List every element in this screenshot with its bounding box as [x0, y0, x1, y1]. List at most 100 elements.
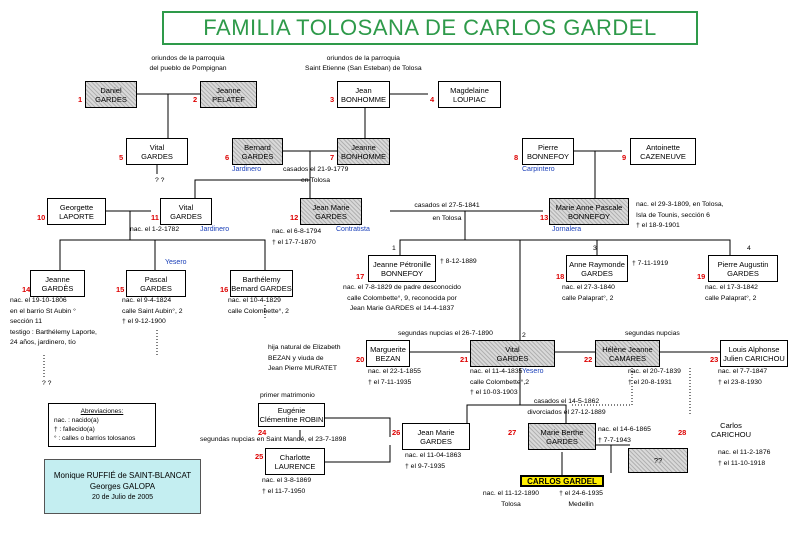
first-marriage-note: primer matrimonio — [260, 392, 315, 399]
person-number: 4 — [430, 95, 435, 104]
person-box-18[interactable]: Anne Raymonde GARDES — [566, 255, 628, 282]
person-box-14[interactable]: Jeanne GARDÈS — [30, 270, 85, 297]
last-name: CAMARES — [608, 353, 647, 363]
last-name: LOUPIAC — [453, 94, 486, 104]
person-box-15[interactable]: Pascal GARDES — [126, 270, 186, 297]
last-name: GARDES — [95, 94, 127, 104]
person-box-25[interactable]: Charlotte LAURENCE — [265, 448, 325, 475]
person-box-21[interactable]: Vital GARDES — [470, 340, 555, 367]
person-number: 12 — [290, 213, 299, 222]
person-number: 9 — [622, 153, 627, 162]
person-box-26[interactable]: Jean Marie GARDES — [402, 423, 470, 450]
life-note: nac. el 20-7-1839† el 20-8-1931 — [628, 368, 681, 386]
person-box-2[interactable]: Jeanne PELATEF — [200, 81, 257, 108]
life-note: nac. el 11-04-1863† el 9-7-1935 — [405, 452, 462, 470]
second-marriage-note: segundas nupcias el 26-7-1890 — [398, 330, 493, 337]
death-note: † 7-11-1919 — [632, 260, 669, 267]
person-number: 27 — [508, 428, 517, 437]
last-name: LAURENCE — [274, 461, 316, 471]
occupation-label: Carpintero — [522, 166, 555, 173]
first-name: Jeanne — [216, 85, 241, 95]
person-box-unknown[interactable]: ?? — [628, 448, 688, 473]
person-number: 10 — [37, 213, 46, 222]
last-name: CARICHOU — [710, 430, 751, 439]
person-box-27[interactable]: Marie Berthe GARDES — [528, 423, 596, 450]
birth-note: nac. el 1-2-1782 — [130, 226, 180, 233]
person-number: 14 — [22, 285, 31, 294]
last-name: GARDES — [140, 283, 172, 293]
person-box-11[interactable]: Vital GARDES — [160, 198, 212, 225]
person-box-1[interactable]: Daniel GARDES — [85, 81, 137, 108]
person-number: 11 — [151, 213, 159, 222]
person-box-4[interactable]: Magdelaine LOUPIAC — [438, 81, 501, 108]
person-number: 6 — [225, 153, 230, 162]
last-name: PELATEF — [212, 94, 245, 104]
person-box-9[interactable]: Antoinette CAZENEUVE — [630, 138, 696, 165]
person-number: 23 — [710, 355, 719, 364]
first-name: Pierre — [537, 142, 558, 152]
second-marriage-note: segundas nupcias en Saint Mandé, el 23-7… — [200, 436, 347, 443]
person-box-16[interactable]: Barthélemy Bernard GARDES — [230, 270, 293, 297]
last-name: GARDES — [241, 151, 274, 161]
first-name: Hélène Jeanne — [602, 344, 653, 354]
occupation-label: Yesero — [165, 259, 187, 266]
person-box-20[interactable]: Marguerite BEZAN — [366, 340, 410, 367]
person-number: 28 — [678, 428, 687, 437]
person-number: 18 — [556, 272, 565, 281]
person-box-24[interactable]: Eugénie Clémentine ROBIN — [258, 403, 325, 427]
life-note: nac. el 11-2-1876† el 11-10-1918 — [718, 449, 771, 467]
person-box-6[interactable]: Bernard GARDES — [232, 138, 283, 165]
last-name: LAPORTE — [59, 211, 94, 221]
last-name: GARDES — [546, 436, 578, 446]
unknown-mark: ? ? — [155, 177, 165, 184]
person-number: 24 — [258, 428, 267, 437]
person-number: 16 — [220, 285, 229, 294]
person-number: 2 — [193, 95, 198, 104]
person-box-8[interactable]: Pierre BONNEFOY — [522, 138, 574, 165]
person-number: 8 — [514, 153, 519, 162]
person-box-28[interactable]: Carlos CARICHOU — [690, 415, 772, 445]
last-name: Clémentine ROBIN — [259, 415, 324, 424]
person-number: 5 — [119, 153, 124, 162]
occupation-label: Jornalera — [552, 226, 582, 233]
person-box-12[interactable]: Jean Marie GARDES — [300, 198, 362, 225]
first-name: Jeanne — [351, 142, 376, 152]
person-box-22[interactable]: Hélène Jeanne CAMARES — [595, 340, 660, 367]
person-box-3[interactable]: Jean BONHOMME — [337, 81, 390, 108]
person-box-5[interactable]: Vital GARDES — [126, 138, 188, 165]
first-name: Marie Anne Pascale — [555, 202, 623, 212]
person-box-17[interactable]: Jeanne Pétronille BONNEFOY — [368, 255, 436, 282]
person-box-10[interactable]: Georgette LAPORTE — [47, 198, 106, 225]
person-box-13[interactable]: Marie Anne Pascale BONNEFOY — [549, 198, 629, 225]
first-name: Magdelaine — [450, 85, 489, 95]
occupation-label: Contratista — [336, 226, 370, 233]
first-name: Carlos — [720, 421, 742, 430]
last-name: BONNEFOY — [526, 151, 570, 161]
person-box-gardel[interactable]: CARLOS GARDEL — [520, 475, 604, 487]
first-name: Antoinette — [646, 142, 680, 152]
occupation-label: Jardinero — [232, 166, 262, 173]
first-name: Vital — [149, 142, 165, 152]
person-number: 22 — [584, 355, 593, 364]
first-name: CARLOS GARDEL — [527, 476, 597, 486]
person-number: 3 — [330, 95, 335, 104]
last-name: BONHOMME — [341, 151, 386, 161]
person-box-7[interactable]: Jeanne BONHOMME — [337, 138, 390, 165]
first-name: Daniel — [100, 85, 122, 95]
branch-number: 4 — [747, 245, 751, 252]
last-name: BONHOMME — [341, 94, 386, 104]
person-box-23[interactable]: Louis Alphonse Julien CARICHOU — [720, 340, 788, 367]
life-note: nac. el 14-6-1865† 7-7-1943 — [598, 426, 651, 444]
first-name: Jeanne Pétronille — [373, 259, 431, 269]
person-box-19[interactable]: Pierre Augustin GARDES — [708, 255, 778, 282]
last-name: GARDES — [170, 211, 202, 221]
life-note: nac. el 22-1-1855† el 7-11-1935 — [368, 368, 421, 386]
